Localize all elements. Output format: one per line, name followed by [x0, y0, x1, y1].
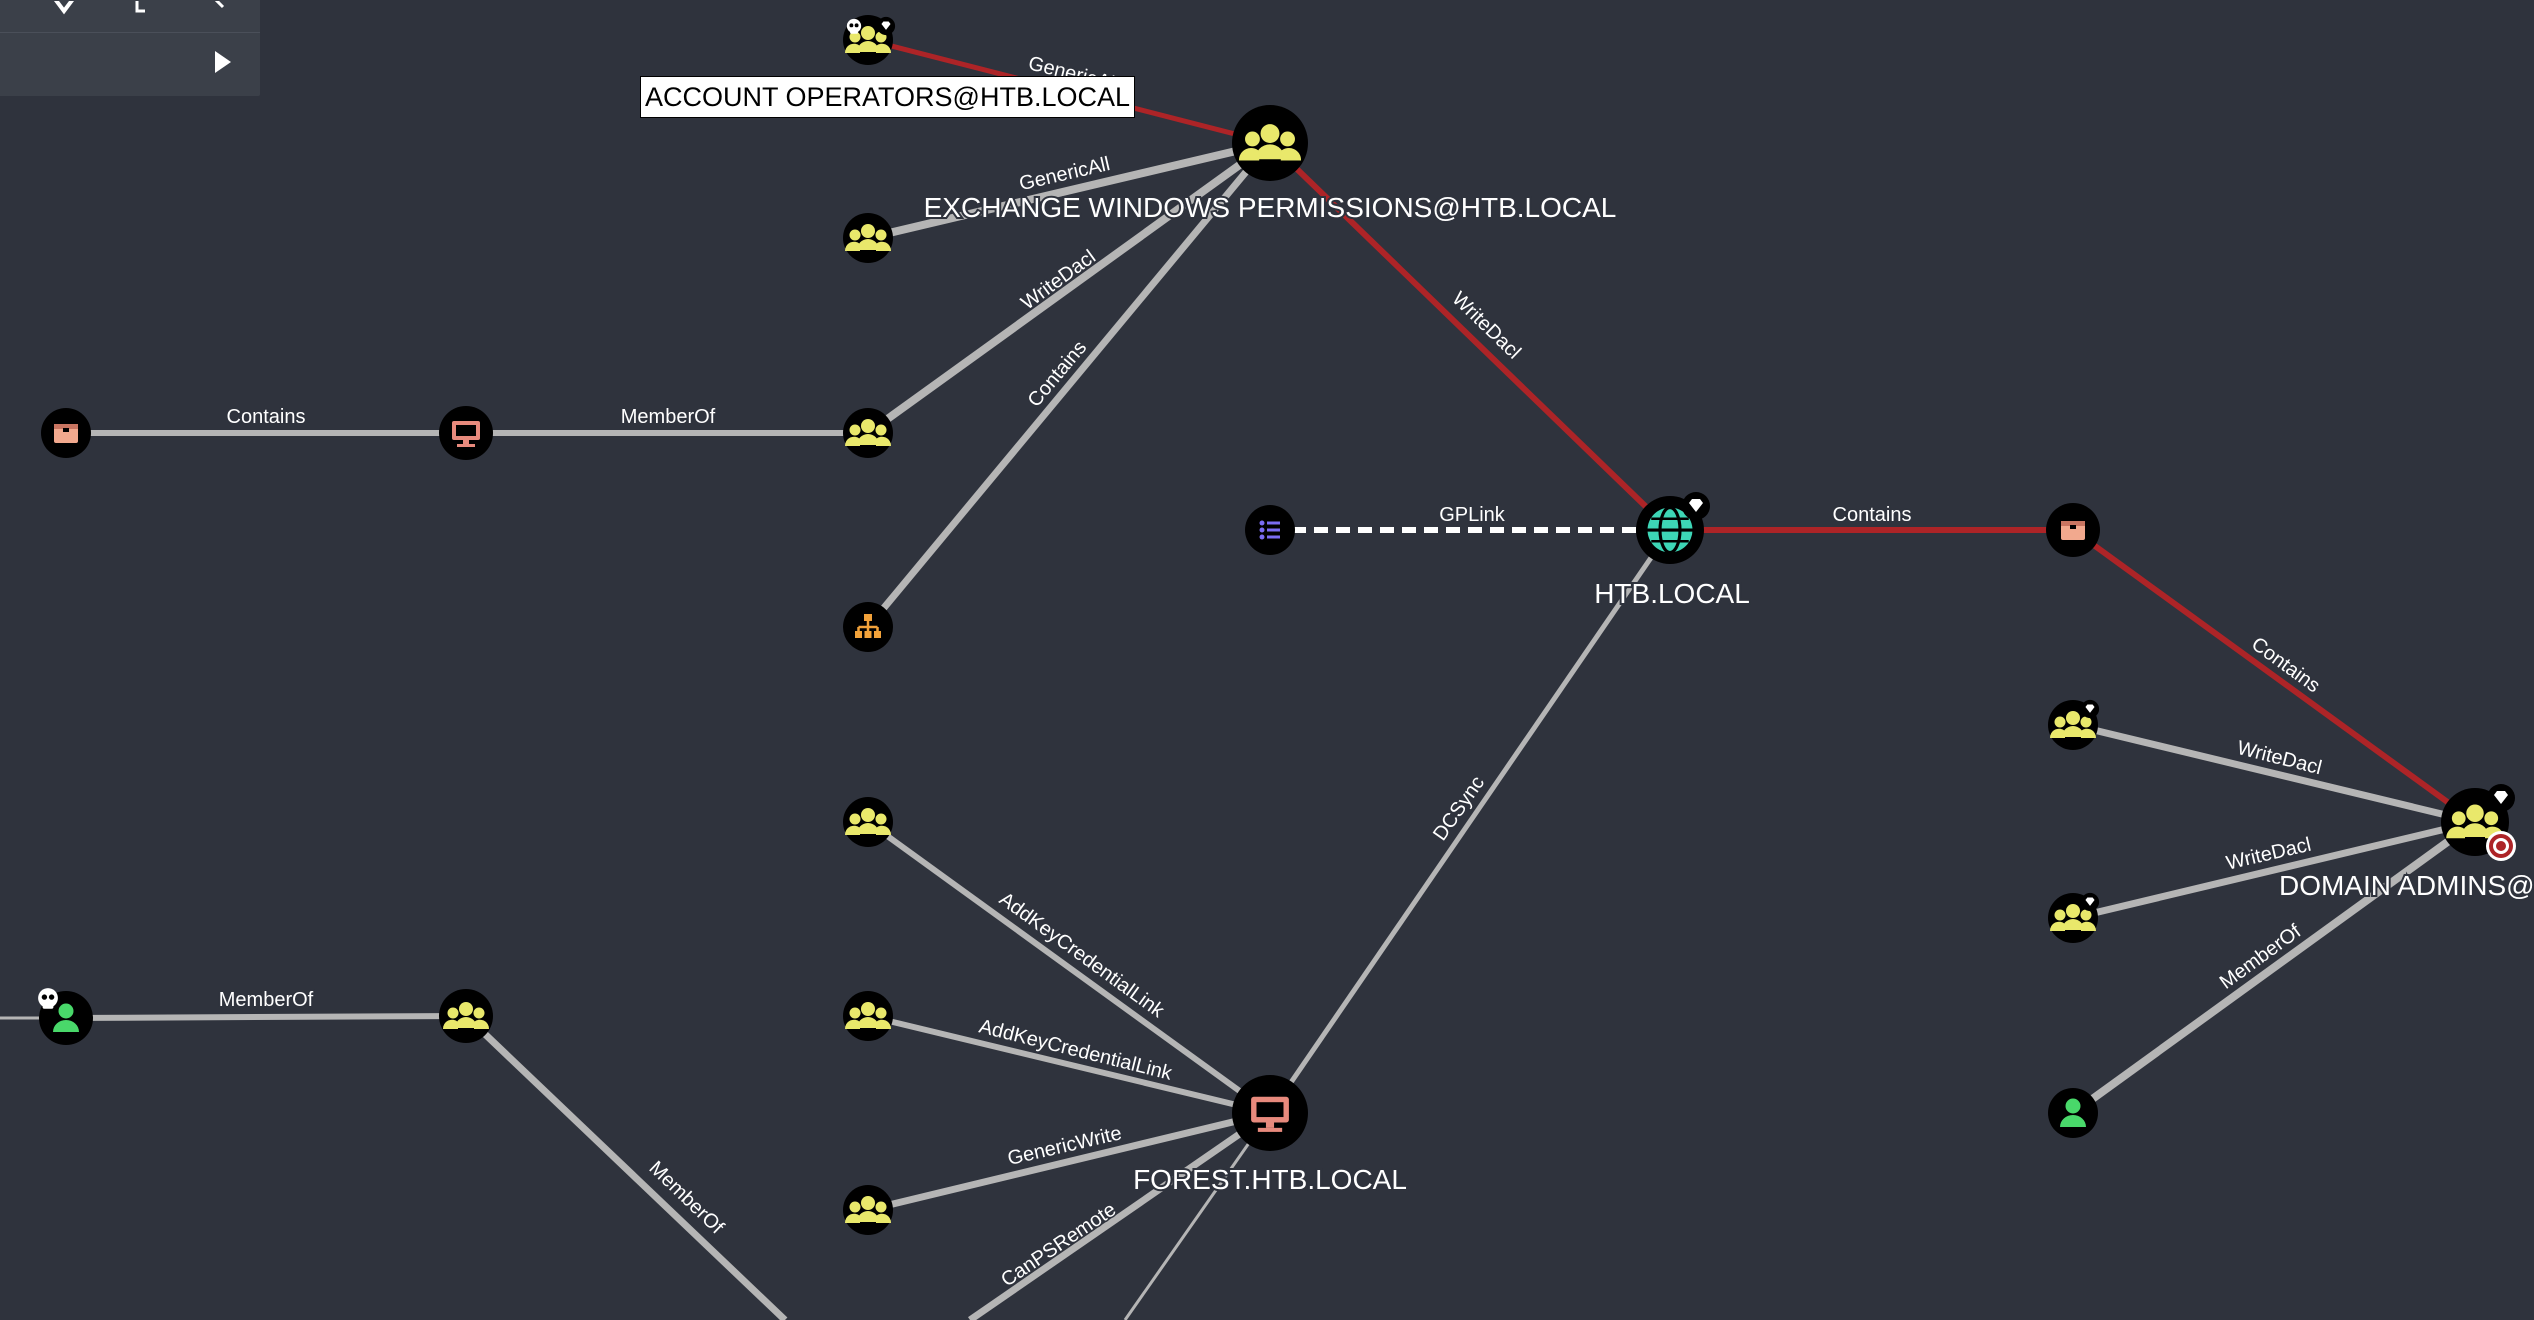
node-account-operators[interactable] [843, 15, 896, 65]
edge-lines [0, 37, 2478, 1320]
edge-exchange-htb[interactable] [1267, 140, 1673, 533]
node-group-3[interactable] [843, 797, 893, 847]
edge-g8-down[interactable] [463, 1013, 788, 1320]
edge-g2-exchange[interactable] [865, 139, 1273, 437]
edge-g3-forest[interactable] [866, 819, 1272, 1116]
node-group-4[interactable] [843, 991, 893, 1041]
target-icon [2486, 831, 2516, 861]
graph-controls [0, 0, 260, 96]
edge-cont-exchange[interactable] [865, 140, 1273, 630]
node-container[interactable] [843, 602, 893, 652]
node-ou-2[interactable] [2046, 503, 2100, 557]
pathfinding-icon[interactable] [120, 0, 160, 32]
node-domain-admins[interactable] [2441, 784, 2516, 861]
edge-label-comp1-g2: MemberOf [621, 406, 716, 428]
node-label-domain-admins: DOMAIN ADMINS@HTB.LOCAL [2279, 870, 2534, 901]
ou-icon [2061, 521, 2085, 540]
node-group-5[interactable] [2048, 699, 2100, 750]
edge-g1-exchange[interactable] [867, 139, 1271, 242]
edge-ou2-da[interactable] [2071, 527, 2477, 825]
edge-label-ou1-comp1: Contains [227, 406, 306, 428]
edge-x-forest[interactable] [968, 1110, 1272, 1320]
gpo-icon [1259, 520, 1280, 540]
diamond-icon [2487, 784, 2515, 812]
node-group-1[interactable] [843, 213, 893, 263]
nodes [38, 15, 2516, 1235]
edge-label-g2-exchange: WriteDacl [1017, 246, 1100, 315]
edge-label-x-forest: CanPSRemote [997, 1199, 1120, 1292]
diamond-icon [2080, 699, 2100, 719]
node-labels: EXCHANGE WINDOWS PERMISSIONS@HTB.LOCAL H… [922, 190, 2534, 1197]
node-forest-htb-local[interactable] [1232, 1075, 1308, 1151]
edge-user1-g8[interactable] [65, 1013, 467, 1021]
diamond-icon [1682, 492, 1710, 520]
node-group-7[interactable] [843, 1185, 893, 1235]
edge-user2-da[interactable] [2070, 818, 2478, 1117]
graph-controls-top-row [0, 0, 260, 33]
edge-g7-forest[interactable] [867, 1109, 1271, 1214]
diamond-icon [876, 16, 896, 36]
node-group-6[interactable] [2048, 892, 2100, 943]
play-icon [215, 51, 231, 73]
node-label-forest: FOREST.HTB.LOCAL [1133, 1164, 1407, 1195]
edge-label-g3-forest: AddKeyCredentialLink [995, 888, 1169, 1023]
play-button[interactable] [200, 42, 244, 82]
node-computer-1[interactable] [439, 406, 493, 460]
node-label-htb: HTB.LOCAL [1594, 578, 1750, 609]
node-user-2[interactable] [2048, 1088, 2098, 1138]
edge-g4-forest[interactable] [867, 1013, 1271, 1116]
edge-forest-htb[interactable] [1267, 528, 1673, 1115]
diamond-icon [2080, 892, 2100, 912]
node-user-1-owned[interactable] [38, 988, 93, 1045]
edge-label-user1-g8: MemberOf [219, 989, 314, 1011]
ou-icon [54, 424, 78, 443]
expand-icon[interactable] [44, 0, 84, 32]
node-gpo[interactable] [1245, 505, 1295, 555]
node-group-2[interactable] [843, 408, 893, 458]
node-htb-local[interactable] [1636, 492, 1710, 564]
node-label-exchange: EXCHANGE WINDOWS PERMISSIONS@HTB.LOCAL [924, 192, 1617, 223]
edge-g5-da[interactable] [2072, 721, 2476, 826]
node-exchange-windows-permissions[interactable] [1232, 105, 1308, 181]
edge-y-forest[interactable] [1123, 1112, 1272, 1320]
chevron-right-icon[interactable] [200, 0, 240, 32]
edge-g6-da[interactable] [2072, 818, 2476, 922]
edge-label-gpo-htb: GPLink [1439, 504, 1506, 526]
hover-node-label: ACCOUNT OPERATORS@HTB.LOCAL [640, 76, 1135, 118]
node-ou-1[interactable] [41, 408, 91, 458]
node-group-8[interactable] [439, 989, 493, 1043]
edge-label-htb-ou2: Contains [1833, 504, 1912, 526]
